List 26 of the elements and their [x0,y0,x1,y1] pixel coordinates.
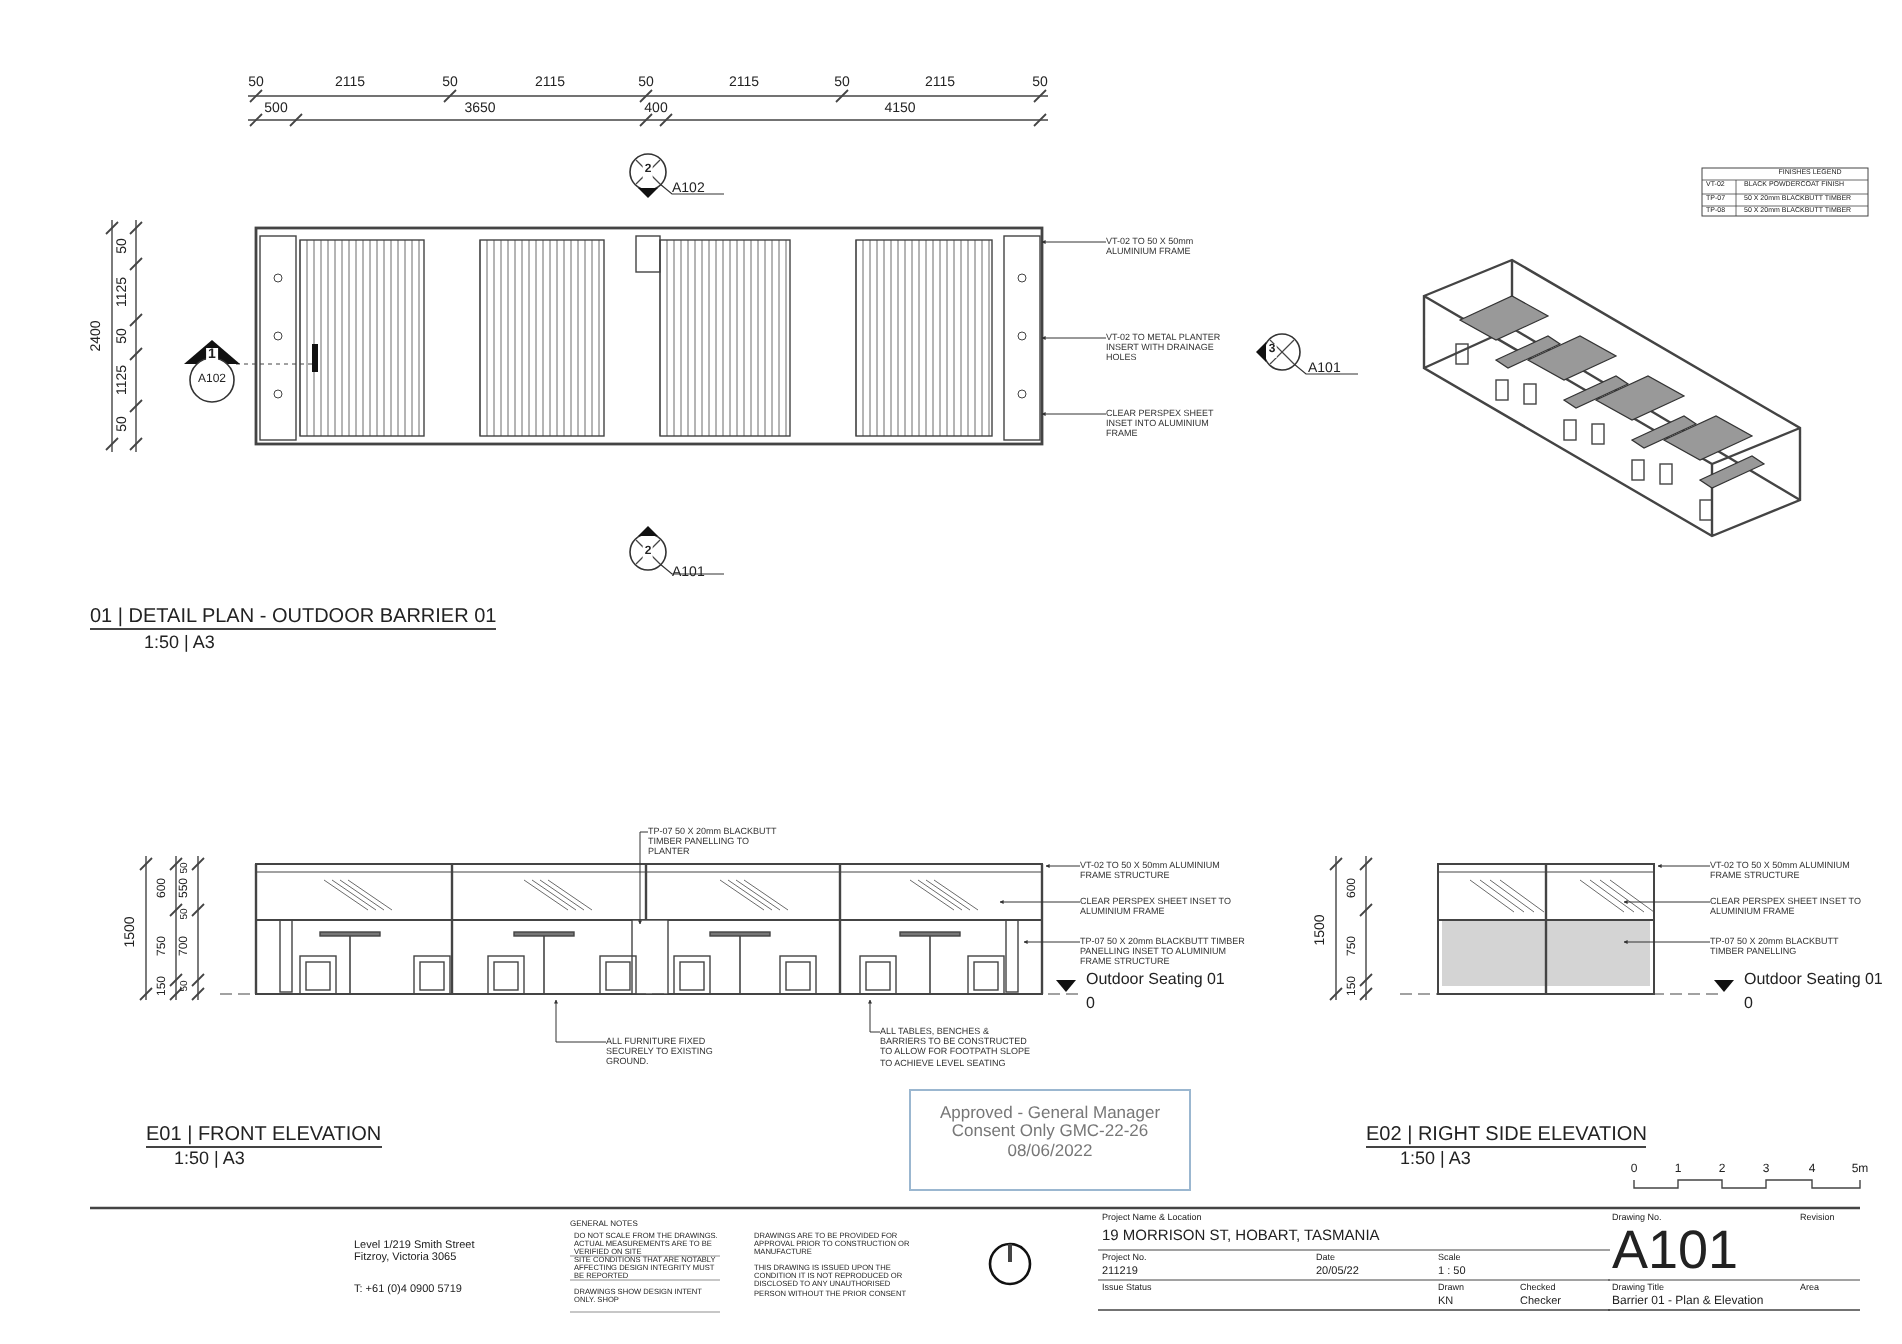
leader-line [1623,940,1711,944]
level-value: 0 [1086,996,1095,1014]
leader-line [1623,900,1711,904]
leader-line [868,999,881,1033]
floor-plan-drawing [235,226,1044,446]
view-title: 01 | DETAIL PLAN - OUTDOOR BARRIER 01 [90,606,497,630]
front-elevation-drawing [219,863,1081,995]
level-value: 0 [1744,996,1753,1014]
scale-text: 1:50 | A3 [144,634,215,654]
leader-line [1023,940,1081,944]
scale-text: 1:50 | A3 [174,1150,245,1170]
leader-line [638,831,649,925]
scale-text: 1:50 | A3 [1400,1150,1471,1170]
approval-stamp-text: Approved - General Manager Consent Only GMC-22-26 08/06/2022 [937,1104,1163,1161]
level-label: Outdoor Seating 01 [1086,972,1225,990]
leader-line [999,900,1081,904]
leader-line [554,999,607,1043]
leader-line [1657,864,1711,868]
leader-line [1041,412,1107,416]
level-label: Outdoor Seating 01 [1744,972,1883,990]
drawing-number: A101 [1612,1222,1739,1282]
leader-line [1041,240,1107,244]
leader-line [1045,864,1081,868]
leader-line [1041,336,1107,340]
view-title: E02 | RIGHT SIDE ELEVATION [1366,1124,1647,1148]
view-title: E01 | FRONT ELEVATION [146,1124,382,1148]
